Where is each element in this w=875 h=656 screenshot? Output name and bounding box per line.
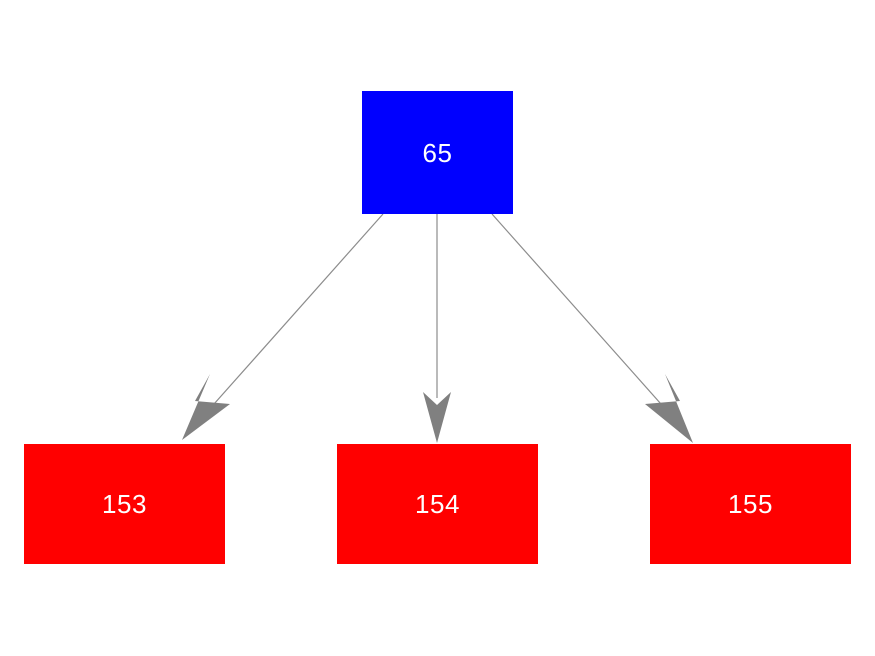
arrowhead-icon (182, 374, 230, 440)
arrowhead-icon (645, 374, 693, 443)
edge-root-to-155 (491, 213, 693, 443)
edge-root-to-153 (182, 213, 384, 440)
edge-root-to-154 (423, 214, 451, 443)
edge-line (197, 213, 384, 423)
arrowhead-icon (423, 392, 451, 443)
node-label: 153 (102, 489, 147, 519)
node-label: 155 (728, 489, 773, 519)
graph-node-155[interactable]: 155 (650, 444, 851, 564)
graph-node-65[interactable]: 65 (362, 91, 513, 214)
node-label: 154 (415, 489, 460, 519)
edge-line (491, 213, 678, 423)
node-label: 65 (422, 137, 453, 168)
graph-node-153[interactable]: 153 (24, 444, 225, 564)
graph-node-154[interactable]: 154 (337, 444, 538, 564)
